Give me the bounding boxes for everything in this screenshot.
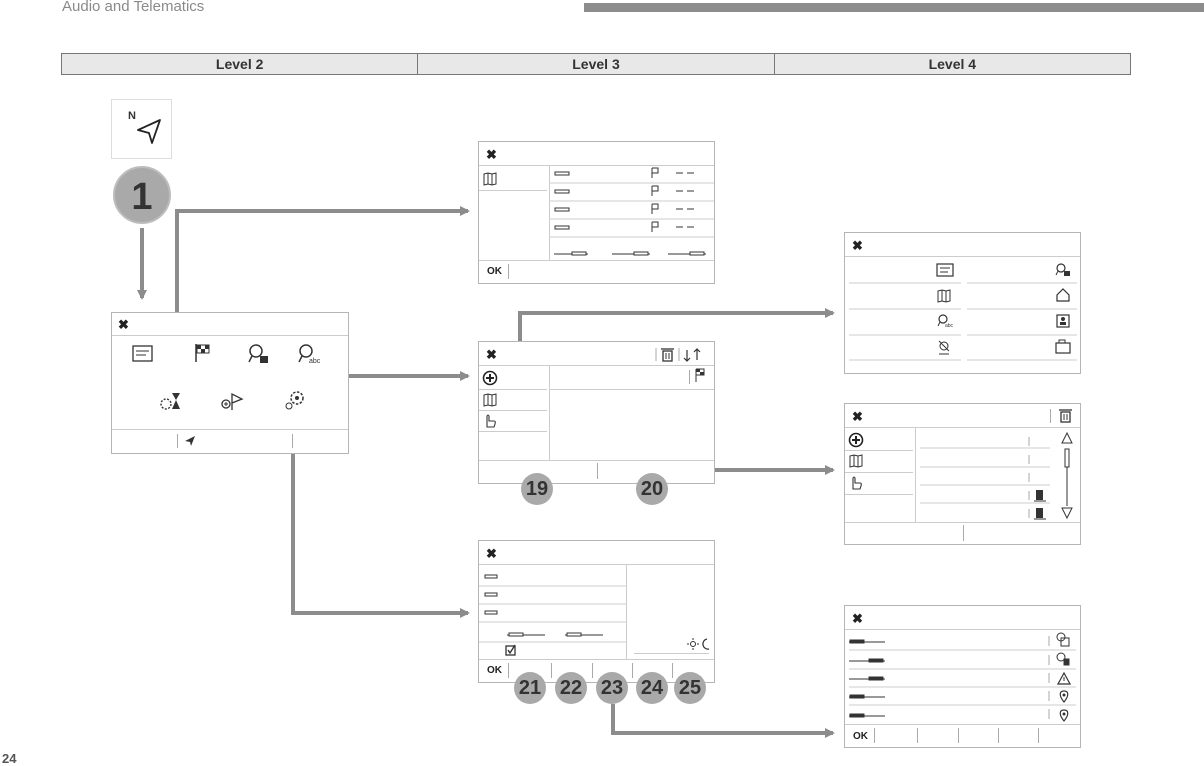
callout-24: 24 (636, 672, 668, 704)
level-3-label: Level 3 (417, 54, 773, 74)
toolbar-icons (655, 348, 701, 362)
source-grid: abc (849, 263, 1077, 361)
destination-edit-screen: ✖ (478, 341, 715, 484)
navigation-arrow-small-icon[interactable] (183, 434, 197, 448)
waypoint-list-screen: ✖ (844, 403, 1081, 545)
callout-22: 22 (555, 672, 587, 704)
close-button[interactable]: ✖ (118, 317, 129, 332)
main-navigation-screen: ✖ abc (111, 312, 349, 454)
add-circle-icon[interactable] (482, 370, 498, 386)
trash-icon (661, 348, 674, 362)
level-4-label: Level 4 (773, 54, 1130, 74)
map-icon[interactable] (849, 454, 863, 468)
destination-flag-icon[interactable] (694, 368, 708, 384)
callout-25: 25 (674, 672, 706, 704)
map-icon (937, 289, 951, 303)
fuel-station-icon (1034, 508, 1046, 520)
contacts-icon (1056, 314, 1070, 328)
svg-text:abc: abc (309, 358, 321, 365)
address-search-icon[interactable]: abc (298, 343, 324, 365)
scroll-bar (1061, 431, 1073, 520)
location-pin-icon (1059, 690, 1069, 703)
route-rows (550, 167, 714, 256)
page-number: 24 (2, 751, 17, 766)
warning-triangle-icon (1056, 671, 1072, 685)
callout-19: 19 (521, 473, 553, 505)
svg-text:abc: abc (945, 323, 954, 329)
alert-settings-screen: ✖ OK (844, 605, 1081, 748)
level-2-label: Level 2 (215, 56, 264, 72)
step-number-badge: 1 (113, 166, 171, 224)
poi-search-icon (1055, 263, 1070, 276)
settings-gear-icon[interactable] (284, 389, 306, 411)
speed-camera-icon (1056, 632, 1070, 647)
callout-23: 23 (596, 672, 628, 704)
close-button[interactable]: ✖ (486, 147, 497, 162)
folder-icon (1055, 339, 1071, 354)
alert-rows (849, 632, 1076, 722)
close-button[interactable]: ✖ (486, 347, 497, 362)
destination-source-screen: ✖ abc (844, 232, 1081, 374)
north-letter: N (128, 110, 136, 122)
header-bar (584, 3, 1204, 12)
ok-button[interactable]: OK (853, 731, 868, 742)
home-icon (1056, 288, 1070, 302)
close-button[interactable]: ✖ (852, 238, 863, 253)
day-night-icon[interactable] (687, 637, 711, 651)
trash-icon[interactable] (1057, 408, 1073, 424)
checkered-flag-icon[interactable] (194, 343, 212, 363)
touch-point-icon[interactable] (483, 413, 497, 429)
map-icon[interactable] (483, 172, 497, 186)
touch-point-icon[interactable] (849, 475, 863, 491)
close-button[interactable]: ✖ (486, 546, 497, 561)
navigation-arrow-icon (137, 119, 161, 144)
callout-21: 21 (514, 672, 546, 704)
add-circle-icon[interactable] (848, 432, 864, 448)
fuel-station-icon (1034, 490, 1046, 502)
close-button[interactable]: ✖ (852, 409, 863, 424)
navigation-tile[interactable]: N (111, 99, 172, 159)
callout-20: 20 (636, 473, 668, 505)
header-title: Audio and Telematics (62, 0, 205, 15)
satellite-icon (938, 340, 950, 355)
route-settings-icon[interactable] (158, 391, 182, 413)
destination-list-icon (936, 263, 954, 277)
destination-list-icon[interactable] (132, 345, 154, 363)
waypoint-rows (920, 431, 1073, 520)
settings-screen: ✖ OK (478, 540, 715, 683)
reorder-arrows-icon (683, 348, 701, 362)
route-list-screen: ✖ OK (478, 141, 715, 284)
close-button[interactable]: ✖ (852, 611, 863, 626)
address-search-icon: abc (937, 314, 954, 329)
level-bar: Level 2 Level 3 Level 4 (61, 53, 1131, 75)
checkbox-icon (505, 644, 516, 656)
add-waypoint-icon[interactable] (220, 391, 244, 413)
ok-button[interactable]: OK (487, 665, 502, 676)
map-icon[interactable] (483, 393, 497, 407)
location-pin-icon (1059, 709, 1069, 722)
poi-search-icon[interactable] (248, 343, 270, 365)
ok-button[interactable]: OK (487, 266, 502, 277)
risk-zone-icon (1056, 652, 1070, 666)
settings-rows (479, 574, 626, 656)
